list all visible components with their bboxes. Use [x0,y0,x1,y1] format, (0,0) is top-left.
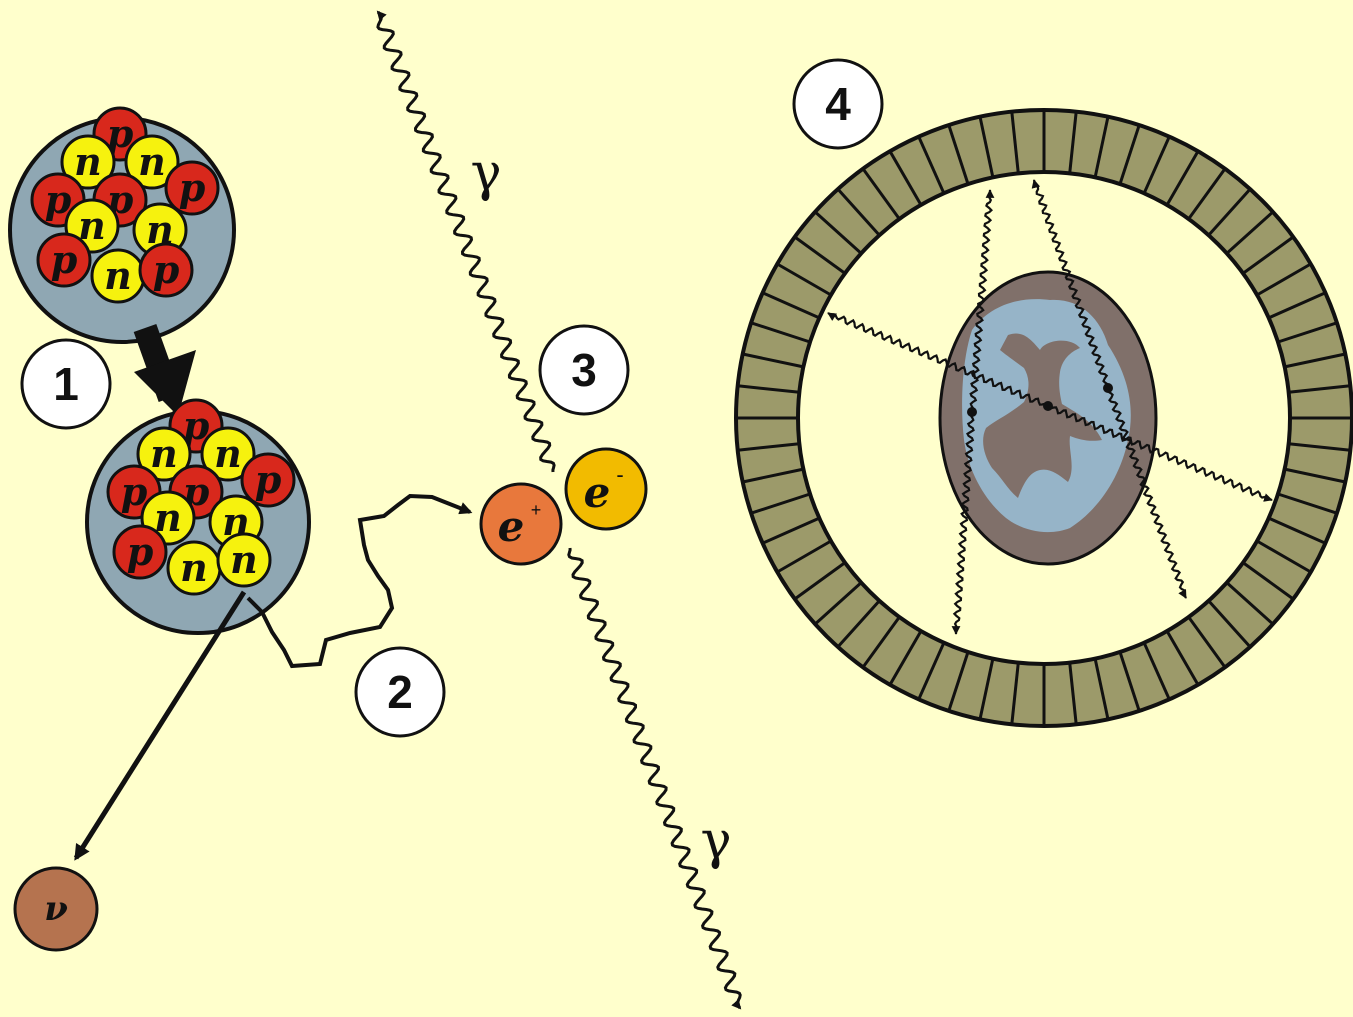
step-2-label: 2 [387,666,413,718]
neutron-label: n [74,139,102,184]
proton: p [38,234,90,286]
annihilation-point [1043,401,1053,411]
neutron-label: n [214,431,242,476]
electron-symbol: e [584,468,611,517]
annihilation-point [967,407,977,417]
neutron-label: n [138,139,166,184]
neutrino-path [76,592,244,858]
proton: p [114,526,166,578]
positron: e + [481,484,561,564]
proton-label: p [179,165,206,210]
neutrino-symbol: ν [44,889,68,929]
step-1-label: 1 [53,358,79,410]
step-2-badge: 2 [356,648,444,736]
neutron: n [218,534,270,586]
proton-label: p [255,457,282,502]
neutron-label: n [230,537,258,582]
proton-label: p [51,237,78,282]
positron-symbol: e [498,502,525,551]
electron-charge: - [616,462,623,487]
proton-label: p [127,529,154,574]
step-4-label: 4 [825,78,851,130]
step-3-badge: 3 [540,326,628,414]
neutron: n [92,250,144,302]
step-1-badge: 1 [22,340,110,428]
gamma-label-top: γ [470,143,501,203]
neutron-label: n [104,253,132,298]
neutrino: ν [15,868,97,950]
neutron: n [168,542,220,594]
step-4-badge: 4 [794,60,882,148]
gamma-label-bottom: γ [700,811,731,871]
gamma-photon-down [569,548,740,1008]
step-3-label: 3 [571,344,597,396]
proton: p [140,244,192,296]
annihilation-point [1103,383,1113,393]
neutron-label: n [180,545,208,590]
neutron-label: n [150,431,178,476]
electron: e - [566,449,646,529]
proton-label: p [153,247,180,292]
gamma-photon-up [378,12,554,472]
positron-charge: + [531,500,542,520]
